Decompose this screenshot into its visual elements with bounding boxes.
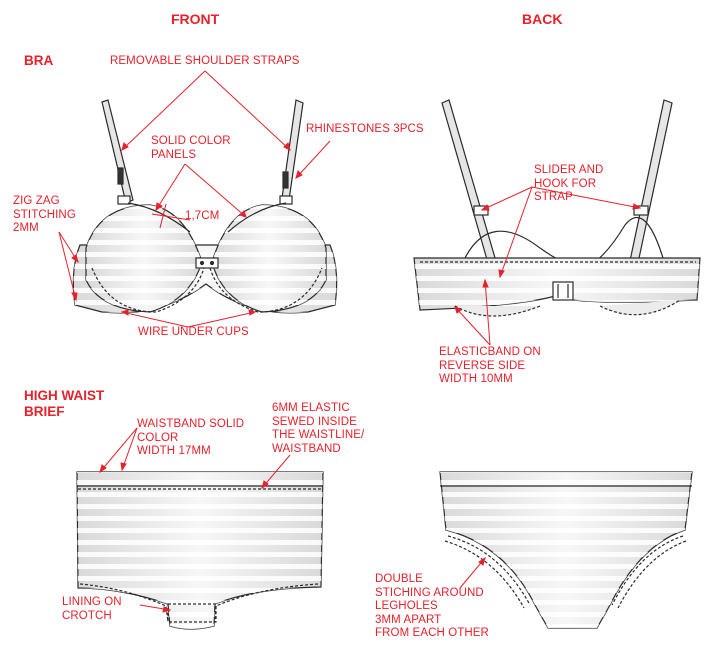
leader-lines (58, 70, 642, 613)
label-slider-hook: SLIDER AND HOOK FOR STRAP (534, 164, 604, 203)
label-zigzag-stitching: ZIG ZAG STITCHING 2MM (13, 195, 76, 234)
label-measure-1-7cm: 1,7CM (185, 210, 220, 222)
label-removable-straps: REMOVABLE SHOULDER STRAPS (110, 55, 300, 67)
brief-section-title: HIGH WAIST BRIEF (24, 388, 105, 419)
front-heading: FRONT (171, 11, 220, 27)
front-brief (76, 471, 324, 630)
label-waistband: WAISTBAND SOLID COLOR WIDTH 17MM (137, 418, 245, 457)
back-heading: BACK (522, 11, 563, 27)
label-lining-crotch: LINING ON CROTCH (62, 596, 122, 622)
front-bra (72, 99, 338, 314)
label-6mm-elastic: 6MM ELASTIC SEWED INSIDE THE WAISTLINE/ … (272, 402, 365, 455)
label-solid-color-panels: SOLID COLOR PANELS (151, 135, 231, 161)
label-elasticband: ELASTICBAND ON REVERSE SIDE WIDTH 10MM (439, 346, 541, 385)
hook-closure (552, 281, 574, 301)
back-brief (439, 471, 693, 629)
back-left-strap (441, 99, 501, 278)
label-rhinestones: RHINESTONES 3PCS (306, 123, 424, 135)
label-wire-under-cups: WIRE UNDER CUPS (138, 326, 249, 338)
label-double-stitching: DOUBLE STICHING AROUND LEGHOLES 3MM APAR… (375, 573, 489, 639)
bra-section-title: BRA (24, 53, 54, 68)
left-strap (101, 99, 134, 204)
back-right-strap (626, 99, 673, 278)
back-bra (413, 99, 701, 317)
